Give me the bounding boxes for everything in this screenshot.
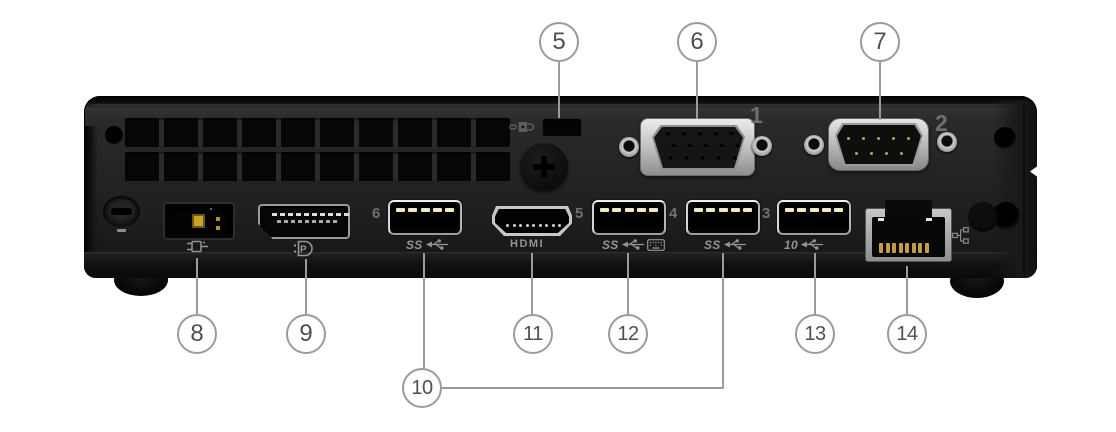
vga-screw-post-left: [619, 137, 639, 157]
leader-line-10-horizontal: [442, 387, 724, 389]
leader-line-8: [196, 258, 198, 314]
chassis-end-cap: [993, 100, 1037, 278]
dp-letter: P: [300, 245, 307, 256]
smart-power-on-keyboard-icon: [646, 238, 665, 251]
leader-line-10-right: [722, 253, 724, 389]
hdmi-port: [492, 206, 572, 236]
usb-ss-trident-icon: SS: [602, 238, 665, 251]
leader-line-6: [696, 62, 698, 119]
chassis-edge-notch: [1030, 165, 1039, 178]
leader-line-13: [814, 253, 816, 314]
displayport: [258, 204, 350, 239]
hdmi-logo: HDMI: [510, 238, 545, 250]
ethernet-port: [865, 200, 952, 262]
screw-hole-top-left: [105, 126, 123, 144]
usb-ss-trident-icon: SS: [704, 238, 747, 251]
callout-6: 6: [677, 22, 717, 62]
callout-10: 10: [402, 368, 442, 408]
screw-black-round: [968, 202, 998, 232]
thumbscrew: [520, 143, 568, 191]
vga-screw-post-right: [752, 136, 772, 156]
ethernet-network-icon: [952, 227, 969, 244]
serial-screw-post-right: [937, 132, 957, 152]
usb4-number: 4: [669, 205, 678, 222]
serial-insert: [835, 123, 923, 166]
serial-screw-post-left: [804, 135, 824, 155]
power-connector: [163, 202, 235, 240]
security-lock-slot: [542, 118, 582, 137]
leader-line-14: [906, 266, 908, 314]
cable-anchor-slot: [103, 196, 140, 227]
usb-port-5: [592, 200, 666, 235]
leader-line-5: [558, 62, 560, 118]
leader-line-11: [531, 253, 533, 314]
pc-chassis: 1 2: [84, 96, 1039, 278]
callout-13: 13: [795, 314, 835, 354]
callout-12: 12: [608, 314, 648, 354]
anchor-mark: [117, 229, 126, 232]
callout-8: 8: [177, 314, 217, 354]
serial-port-number: 2: [935, 110, 948, 136]
usb5-number: 5: [575, 205, 584, 222]
displayport-icon: P: [294, 240, 313, 257]
usb6-number: 6: [372, 205, 381, 222]
leader-line-12: [627, 253, 629, 314]
usb3-number: 3: [762, 205, 771, 222]
usb-port-6: [388, 200, 462, 235]
leader-line-9: [305, 259, 307, 314]
vent-grid: [125, 118, 510, 182]
chassis-top-highlight: [92, 104, 1029, 106]
callout-14: 14: [887, 314, 927, 354]
usb-10gbps-icon: 10: [784, 238, 824, 251]
vga-port-number: 1: [750, 102, 763, 128]
callout-7: 7: [860, 22, 900, 62]
dc-in-icon: [184, 239, 210, 254]
leader-line-10-left: [423, 253, 425, 368]
usb-port-3: [777, 200, 851, 235]
leader-line-7: [879, 62, 881, 120]
screw-hole-right-top: [994, 127, 1016, 149]
chassis-left-edge: [84, 126, 98, 278]
kensington-lock-icon: [508, 121, 536, 133]
usb-ss-trident-icon: SS: [406, 238, 449, 251]
usb-port-4: [686, 200, 760, 235]
callout-11: 11: [513, 314, 553, 354]
callout-5: 5: [539, 22, 579, 62]
callout-9: 9: [286, 314, 326, 354]
